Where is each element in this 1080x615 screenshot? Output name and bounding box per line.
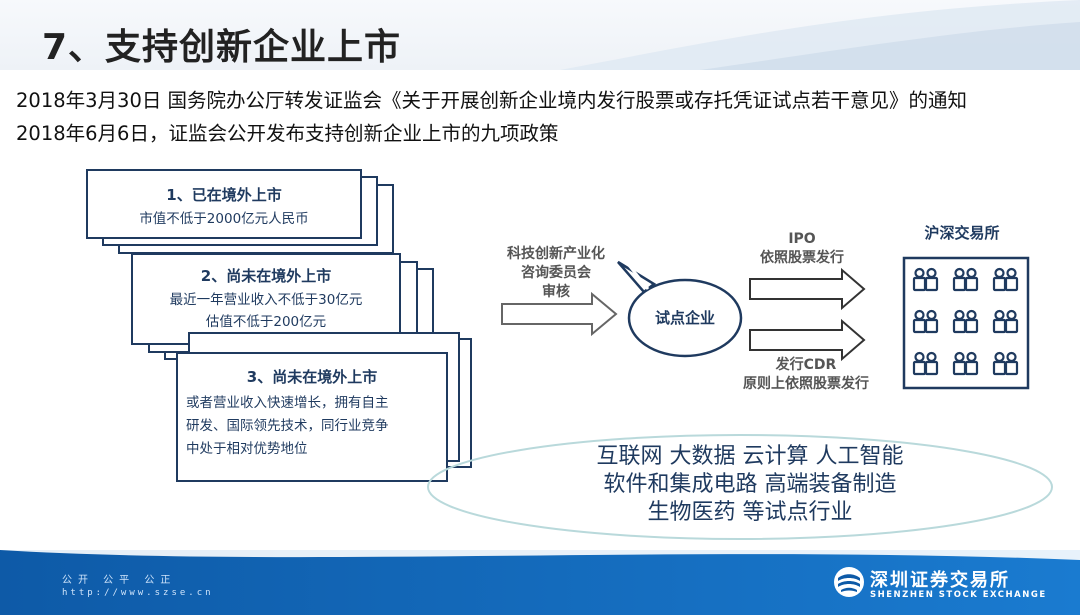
card-1: 1、已在境外上市 市值不低于2000亿元人民币 <box>86 169 362 239</box>
ipo-label: IPO 依照股票发行 <box>740 230 864 268</box>
company-icon <box>992 267 1019 292</box>
footer-band <box>0 550 1080 615</box>
committee-line-1: 科技创新产业化 <box>507 246 605 262</box>
szse-logo-icon <box>834 567 864 597</box>
cdr-arrow-icon <box>749 318 866 362</box>
header-decoration <box>560 0 1080 70</box>
company-icons <box>912 267 1019 376</box>
card-2-body-line-2: 估值不低于200亿元 <box>205 314 327 330</box>
pilot-enterprise-label: 试点企业 <box>654 309 715 327</box>
card-3: 3、尚未在境外上市 或者营业收入快速增长，拥有自主 研发、国际领先技术，同行业竞… <box>176 352 448 482</box>
card-3-title: 3、尚未在境外上市 <box>246 368 378 386</box>
exchange-box <box>902 256 1030 390</box>
committee-label: 科技创新产业化 咨询委员会 审核 <box>486 245 626 302</box>
footer-slogan: 公开 公平 公正 <box>62 575 177 586</box>
header-band <box>0 0 1080 70</box>
industries-line-1: 互联网 大数据 云计算 人工智能 <box>596 444 904 469</box>
ipo-line-2: 依照股票发行 <box>760 250 844 266</box>
footer-brand: 深圳证券交易所 <box>870 570 1010 591</box>
page-title: 7、支持创新企业上市 <box>42 27 402 68</box>
notice-line-1: 2018年3月30日 国务院办公厅转发证监会《关于开展创新企业境内发行股票或存托… <box>16 89 968 112</box>
card-2: 2、尚未在境外上市 最近一年营业收入不低于30亿元 估值不低于200亿元 <box>131 253 401 345</box>
footer-brand-en: SHENZHEN STOCK EXCHANGE <box>870 590 1047 600</box>
company-icon <box>912 267 939 292</box>
card-1-title: 1、已在境外上市 <box>166 186 282 204</box>
industries-line-2: 软件和集成电路 高端装备制造 <box>603 472 897 497</box>
industries-text: 互联网 大数据 云计算 人工智能 软件和集成电路 高端装备制造 生物医药 等试点… <box>540 443 960 527</box>
card-1-body-line-1: 市值不低于2000亿元人民币 <box>139 211 309 227</box>
cdr-label: 发行CDR 原则上依照股票发行 <box>716 356 896 394</box>
committee-line-3: 审核 <box>542 284 570 300</box>
card-3-body-line-1: 或者营业收入快速增长，拥有自主 <box>186 395 389 411</box>
ipo-line-1: IPO <box>788 231 816 247</box>
footer-url[interactable]: http://www.szse.cn <box>62 588 214 598</box>
cdr-line-2: 原则上依照股票发行 <box>743 376 869 392</box>
card-3-body-line-2: 研发、国际领先技术，同行业竞争 <box>186 418 389 434</box>
company-icon <box>912 351 939 376</box>
company-icon <box>952 351 979 376</box>
company-icon <box>952 267 979 292</box>
card-3-body-line-3: 中处于相对优势地位 <box>186 441 308 457</box>
company-icon <box>952 309 979 334</box>
company-icon <box>912 309 939 334</box>
card-2-body-line-1: 最近一年营业收入不低于30亿元 <box>169 292 363 308</box>
committee-line-2: 咨询委员会 <box>521 265 591 281</box>
industries-line-3: 生物医药 等试点行业 <box>647 500 853 525</box>
card-2-title: 2、尚未在境外上市 <box>200 267 332 285</box>
company-icon <box>992 309 1019 334</box>
footer-decoration <box>0 550 1080 560</box>
cdr-line-1: 发行CDR <box>775 357 837 373</box>
notice-line-2: 2018年6月6日，证监会公开发布支持创新企业上市的九项政策 <box>16 122 559 145</box>
company-icon <box>992 351 1019 376</box>
ipo-arrow-icon <box>749 267 866 311</box>
exchange-label: 沪深交易所 <box>924 224 1000 242</box>
